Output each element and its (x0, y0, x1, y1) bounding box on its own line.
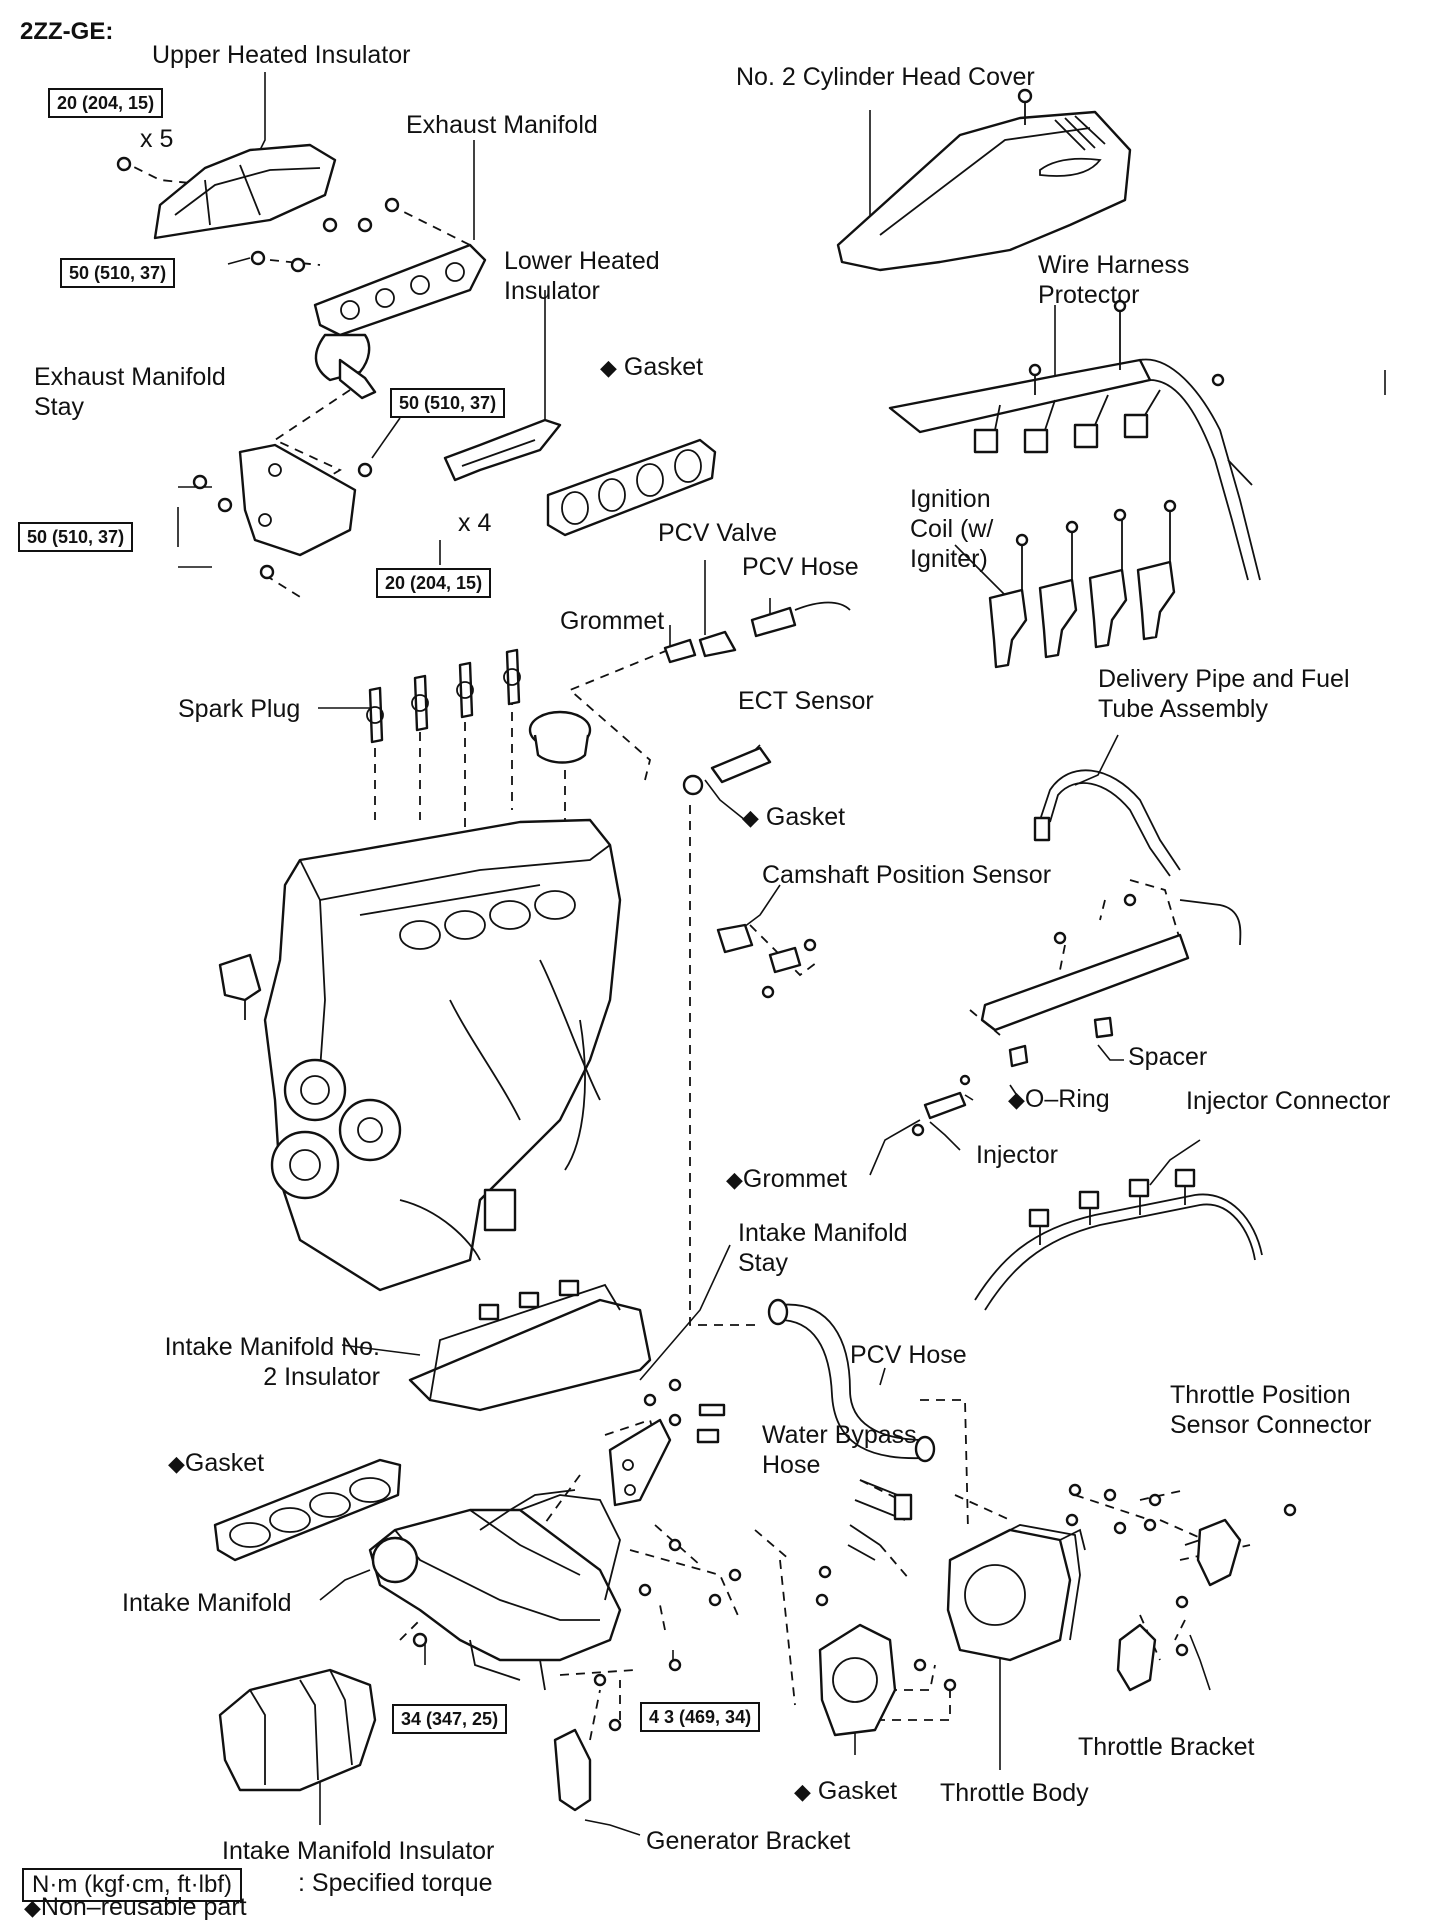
label-wire-harness-protector: Wire Harness Protector (1038, 251, 1190, 309)
exhaust-manifold-stay-drawing (192, 443, 373, 580)
legend-non-reusable: ◆Non–reusable part (24, 1892, 247, 1920)
engine-code: 2ZZ-GE: (20, 18, 114, 45)
label-gasket-throttle: ◆ Gasket (794, 1776, 897, 1807)
intake-manifold-insulator-drawing (218, 1668, 377, 1792)
label-throttle-position-sensor-connector: Throttle Position Sensor Connector (1170, 1381, 1372, 1439)
label-intake-manifold-insulator: Intake Manifold Insulator (222, 1837, 495, 1865)
label-gasket-ect: ◆ Gasket (742, 802, 845, 833)
label-spacer: Spacer (1128, 1043, 1208, 1071)
water-bypass-hose-drawing (847, 1479, 913, 1561)
label-gasket-ect-text: Gasket (765, 803, 846, 831)
spark-plugs-drawing (366, 648, 521, 744)
label-exhaust-manifold-stay: Exhaust Manifold Stay (34, 363, 226, 421)
label-delivery-pipe: Delivery Pipe and Fuel Tube Assembly (1098, 665, 1350, 723)
wire-harness-protector-drawing (888, 299, 1261, 581)
quantity-x5: x 5 (140, 125, 174, 153)
intake-manifold-stay-drawing (608, 1378, 726, 1507)
label-gasket-throttle-text: Gasket (817, 1777, 898, 1805)
torque-box-6: 34 (347, 25) (392, 1704, 508, 1734)
label-camshaft-position-sensor: Camshaft Position Sensor (762, 861, 1052, 889)
label-grommet-injector: ◆Grommet (726, 1164, 847, 1195)
non-reusable-mark: ◆ (726, 1167, 743, 1192)
label-gasket-top: ◆ Gasket (600, 352, 703, 383)
non-reusable-mark: ◆ (794, 1779, 811, 1804)
label-spark-plug: Spark Plug (178, 695, 301, 723)
pcv-valve-hose-drawing (663, 601, 851, 664)
label-upper-heated-insulator: Upper Heated Insulator (152, 41, 411, 69)
leader-lines (177, 72, 1386, 1836)
label-intake-manifold-no2-insulator: Intake Manifold No. 2 Insulator (164, 1333, 380, 1391)
label-o-ring: ◆O–Ring (1008, 1084, 1110, 1115)
exhaust-gasket-drawing (546, 438, 717, 537)
label-throttle-bracket: Throttle Bracket (1078, 1733, 1255, 1761)
label-injector-connector: Injector Connector (1186, 1087, 1391, 1115)
intake-manifold-no2-insulator-drawing (408, 1279, 652, 1412)
label-gasket-intake-text: Gasket (184, 1449, 265, 1477)
torque-box-1: 20 (204, 15) (48, 88, 164, 118)
legend-specified-torque: : Specified torque (298, 1869, 493, 1897)
label-gasket-top-text: Gasket (623, 353, 704, 381)
upper-heated-insulator-drawing (116, 143, 337, 240)
label-pcv-hose-top: PCV Hose (742, 553, 859, 581)
oil-filler-cap-drawing (528, 710, 592, 764)
label-intake-manifold-stay: Intake Manifold Stay (738, 1219, 908, 1277)
label-grommet-injector-text: Grommet (742, 1165, 848, 1193)
label-no2-cylinder-head-cover: No. 2 Cylinder Head Cover (736, 63, 1035, 91)
label-throttle-body: Throttle Body (940, 1779, 1089, 1807)
non-reusable-mark: ◆ (168, 1451, 185, 1476)
label-gasket-intake: ◆Gasket (168, 1448, 264, 1479)
label-exhaust-manifold: Exhaust Manifold (406, 111, 598, 139)
non-reusable-mark: ◆ (1008, 1087, 1025, 1112)
quantity-x4: x 4 (458, 509, 492, 537)
generator-bracket-drawing (553, 1673, 622, 1812)
legend-torque-unit-box: N·m (kgf·cm, ft·lbf) (22, 1868, 242, 1902)
label-pcv-valve: PCV Valve (658, 519, 778, 547)
label-ect-sensor: ECT Sensor (738, 687, 874, 715)
non-reusable-mark: ◆ (24, 1895, 41, 1920)
torque-box-5: 20 (204, 15) (376, 568, 492, 598)
ignition-coils-drawing (988, 499, 1177, 669)
label-lower-heated-insulator: Lower Heated Insulator (504, 247, 660, 305)
cylinder-head-cover-drawing (836, 88, 1132, 272)
non-reusable-mark: ◆ (742, 805, 759, 830)
lower-heated-insulator-drawing (443, 418, 562, 482)
label-water-bypass-hose: Water Bypass Hose (762, 1421, 917, 1479)
non-reusable-mark: ◆ (600, 355, 617, 380)
label-o-ring-text: O–Ring (1024, 1085, 1110, 1113)
torque-box-3: 50 (510, 37) (390, 388, 506, 418)
intake-gasket-drawing (213, 1458, 402, 1562)
intake-manifold-drawing (368, 1489, 742, 1691)
injector-connector-harness-drawing (974, 1168, 1263, 1311)
torque-box-2: 50 (510, 37) (60, 258, 176, 288)
exhaust-manifold-drawing (250, 197, 487, 400)
ect-sensor-drawing (682, 746, 772, 796)
torque-box-7: 4 3 (469, 34) (640, 1702, 761, 1732)
label-intake-manifold: Intake Manifold (122, 1589, 292, 1617)
label-generator-bracket: Generator Bracket (646, 1827, 851, 1855)
throttle-bracket-drawing (1116, 1595, 1189, 1692)
label-grommet-top: Grommet (560, 607, 665, 635)
legend-non-reusable-text: Non–reusable part (40, 1893, 247, 1920)
engine-block-drawing (218, 818, 622, 1292)
torque-box-4: 50 (510, 37) (18, 522, 134, 552)
camshaft-sensor-drawing (716, 923, 817, 999)
throttle-body-drawing (815, 1483, 1297, 1737)
label-ignition-coil: Ignition Coil (w/ Igniter) (910, 485, 994, 573)
label-pcv-hose-bottom: PCV Hose (850, 1341, 967, 1369)
label-injector: Injector (976, 1141, 1058, 1169)
pcv-hose-bottom-drawing (767, 1298, 936, 1463)
delivery-pipe-drawing (911, 769, 1242, 1137)
